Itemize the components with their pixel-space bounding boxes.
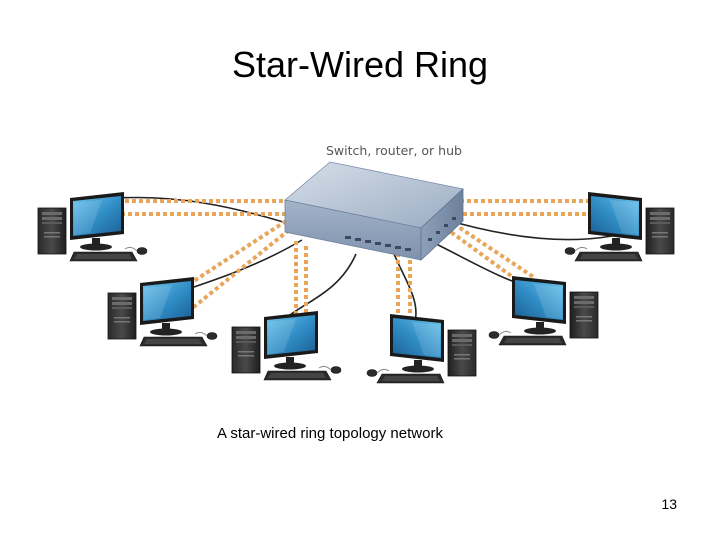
- desktop-computer-icon: [366, 313, 477, 384]
- desktop-computer-icon: [488, 275, 599, 346]
- hub-label: Switch, router, or hub: [326, 143, 462, 158]
- figure-caption: A star-wired ring topology network: [217, 425, 443, 442]
- desktop-computer-icon: [37, 191, 148, 262]
- desktop-computer-icon: [231, 310, 342, 381]
- page-number: 13: [661, 496, 677, 512]
- desktop-computer-icon: [107, 276, 218, 347]
- network-switch-icon: Switch, router, or hub: [284, 143, 464, 261]
- slide-title: Star-Wired Ring: [231, 44, 489, 85]
- ring-path: [120, 199, 608, 326]
